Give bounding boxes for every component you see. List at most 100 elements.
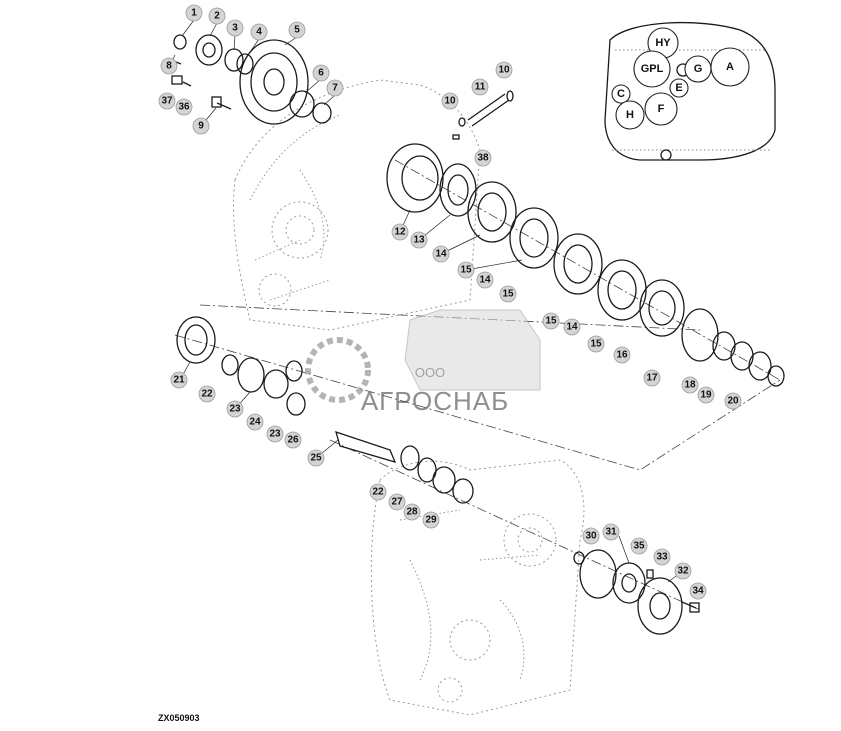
svg-text:HY: HY: [655, 37, 671, 49]
svg-text:28: 28: [406, 507, 418, 518]
callout-6: 6: [312, 64, 330, 82]
callout-15-d: 15: [587, 335, 605, 353]
callout-33: 33: [653, 548, 671, 566]
output-shaft-assembly: [176, 316, 474, 504]
svg-text:H: H: [626, 109, 634, 121]
svg-text:26: 26: [287, 435, 299, 446]
cover-assembly: [170, 34, 332, 125]
callout-27: 27: [388, 493, 406, 511]
svg-text:23: 23: [229, 404, 241, 415]
svg-text:20: 20: [727, 396, 739, 407]
svg-text:8: 8: [166, 61, 172, 72]
svg-text:33: 33: [656, 552, 668, 563]
svg-text:E: E: [675, 82, 682, 94]
svg-text:29: 29: [425, 515, 437, 526]
svg-text:2: 2: [214, 11, 220, 22]
svg-text:25: 25: [310, 453, 322, 464]
callout-19: 19: [697, 386, 715, 404]
callout-30: 30: [582, 527, 600, 545]
inset-label-gpl: GPL: [633, 50, 671, 88]
callout-2: 2: [208, 7, 226, 25]
svg-text:7: 7: [332, 83, 338, 94]
svg-text:34: 34: [692, 586, 704, 597]
callout-1: 1: [185, 4, 203, 22]
callout-14-c: 14: [563, 318, 581, 336]
callout-8: 8: [160, 57, 178, 75]
svg-text:10: 10: [498, 65, 510, 76]
callout-32: 32: [674, 562, 692, 580]
callout-15-a: 15: [457, 261, 475, 279]
callout-20: 20: [724, 392, 742, 410]
svg-text:4: 4: [256, 27, 262, 38]
svg-text:11: 11: [475, 82, 486, 93]
svg-text:22: 22: [201, 389, 213, 400]
callout-21: 21: [170, 371, 188, 389]
assembly-axis-lines: [174, 159, 781, 611]
svg-text:GPL: GPL: [641, 63, 664, 75]
callout-11: 11: [471, 78, 489, 96]
svg-text:13: 13: [413, 235, 425, 246]
callout-37: 37: [158, 92, 176, 110]
callout-9: 9: [192, 117, 210, 135]
svg-text:14: 14: [566, 322, 578, 333]
location-inset: HY GPL G A C E H F: [604, 21, 776, 161]
callout-22-a: 22: [198, 385, 216, 403]
inset-label-e: E: [669, 78, 689, 98]
svg-text:1: 1: [191, 8, 197, 19]
svg-text:6: 6: [318, 68, 324, 79]
callout-7: 7: [326, 79, 344, 97]
svg-text:3: 3: [232, 23, 238, 34]
callout-17: 17: [643, 369, 661, 387]
svg-text:18: 18: [684, 380, 696, 391]
callout-15-c: 15: [542, 312, 560, 330]
inset-label-hy: HY: [647, 27, 679, 59]
svg-text:19: 19: [700, 390, 712, 401]
svg-text:23: 23: [269, 429, 281, 440]
callout-34: 34: [689, 582, 707, 600]
clutch-pack: [386, 143, 785, 387]
callout-16: 16: [613, 346, 631, 364]
inset-label-c: C: [611, 84, 631, 104]
callout-23-a: 23: [226, 400, 244, 418]
svg-text:30: 30: [585, 531, 597, 542]
callout-29: 29: [422, 511, 440, 529]
svg-text:32: 32: [677, 566, 689, 577]
shaft-pin: [452, 90, 514, 140]
inset-label-g: G: [684, 55, 712, 83]
callout-14-a: 14: [432, 245, 450, 263]
svg-text:14: 14: [435, 249, 447, 260]
callout-10-mid: 10: [441, 92, 459, 110]
svg-text:9: 9: [198, 121, 204, 132]
svg-text:15: 15: [590, 339, 602, 350]
svg-text:A: A: [726, 61, 734, 73]
watermark-name: АГРОСНАБ: [361, 386, 509, 416]
callouts: 1 2 3 4 5 8 6 7 37 36 9 10 11 10 12 38 1…: [158, 4, 742, 600]
inset-label-a: A: [710, 47, 750, 87]
callout-5: 5: [288, 21, 306, 39]
callout-15-b: 15: [499, 285, 517, 303]
svg-text:36: 36: [178, 102, 190, 113]
svg-text:G: G: [694, 63, 703, 75]
transmission-housing-ghost: [233, 79, 585, 716]
callout-23-b: 23: [266, 425, 284, 443]
callout-3: 3: [226, 19, 244, 37]
callout-36: 36: [175, 98, 193, 116]
callout-4: 4: [250, 23, 268, 41]
callout-25: 25: [307, 449, 325, 467]
company-watermark: ООО АГРОСНАБ: [305, 309, 541, 416]
end-cover-assembly: [573, 549, 700, 635]
svg-text:27: 27: [391, 497, 403, 508]
callout-22-b: 22: [369, 483, 387, 501]
svg-text:12: 12: [394, 227, 406, 238]
callout-18: 18: [681, 376, 699, 394]
svg-text:38: 38: [477, 153, 489, 164]
callout-35: 35: [630, 537, 648, 555]
svg-text:21: 21: [173, 375, 185, 386]
watermark-prefix: ООО: [415, 365, 445, 380]
svg-text:10: 10: [444, 96, 456, 107]
callout-10-top: 10: [495, 61, 513, 79]
drawing-code: ZX050903: [158, 713, 200, 723]
callout-14-b: 14: [476, 271, 494, 289]
svg-text:5: 5: [294, 25, 300, 36]
